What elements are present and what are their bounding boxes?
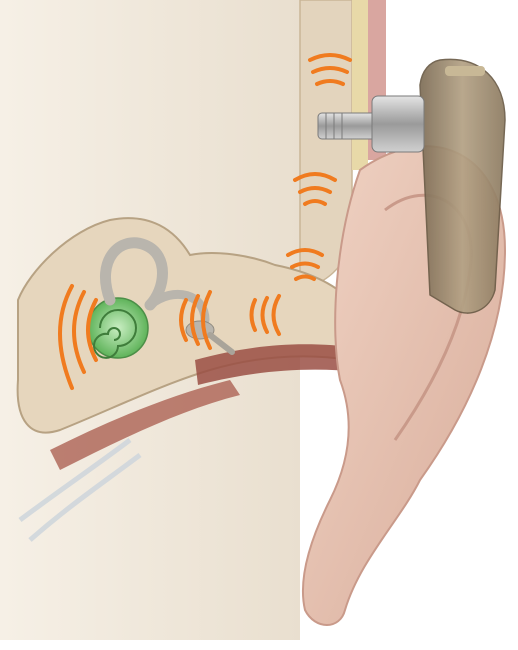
cochlea-icon bbox=[88, 298, 148, 358]
scalp-layer bbox=[352, 0, 368, 170]
sound-processor-icon bbox=[420, 59, 505, 313]
